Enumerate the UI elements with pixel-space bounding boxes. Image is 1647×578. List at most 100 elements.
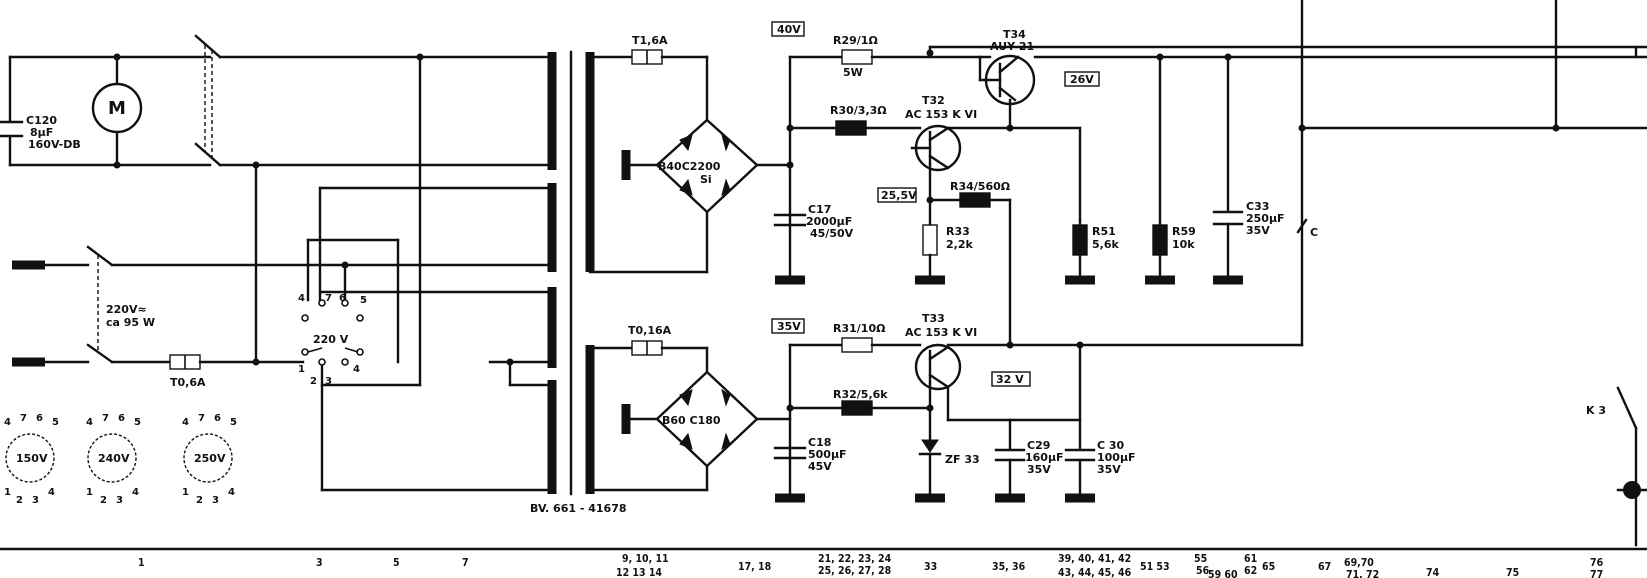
col-17: 17, 18 bbox=[738, 561, 771, 573]
svg-text:3: 3 bbox=[212, 495, 219, 506]
rail-255v: 25,5V bbox=[881, 189, 917, 202]
rail-40v: 40V bbox=[777, 23, 801, 36]
t33-transistor bbox=[914, 343, 962, 391]
col-77: 77 bbox=[1590, 569, 1603, 578]
c17-value: 2000µF bbox=[806, 215, 852, 228]
selector-pin-2: 2 bbox=[310, 376, 317, 387]
col-62: 62 bbox=[1244, 565, 1257, 577]
bridge-1-label: B40C2200 bbox=[658, 160, 721, 173]
fuse-main-label: T0,6A bbox=[170, 376, 206, 389]
selector-pin-3: 3 bbox=[325, 376, 332, 387]
bridge-2-label: B60 C180 bbox=[662, 414, 721, 427]
c-point-label: C bbox=[1310, 226, 1318, 239]
col-69: 69,70 bbox=[1344, 557, 1374, 569]
zf33-label: ZF 33 bbox=[945, 453, 980, 466]
t32-label: T32 bbox=[922, 94, 945, 107]
c17-voltage: 45/50V bbox=[810, 227, 854, 240]
selector-positions bbox=[5, 433, 233, 483]
selector-pin-6: 6 bbox=[339, 293, 346, 304]
c30-value: 100µF bbox=[1097, 451, 1136, 464]
r30-label: R30/3,3Ω bbox=[830, 104, 887, 117]
mains-voltage: 220V≈ bbox=[106, 303, 147, 316]
lower-regulator bbox=[773, 337, 1304, 503]
svg-text:2: 2 bbox=[100, 495, 107, 506]
rail-35v: 35V bbox=[777, 320, 801, 333]
primary-wiring bbox=[252, 53, 550, 492]
r32-resistor bbox=[841, 400, 873, 416]
svg-text:4: 4 bbox=[132, 487, 139, 498]
rail-32v: 32 V bbox=[996, 373, 1024, 386]
motor-symbol bbox=[91, 82, 143, 134]
col-75: 75 bbox=[1506, 567, 1519, 578]
col-12: 12 13 14 bbox=[616, 567, 662, 578]
col-3: 3 bbox=[316, 557, 323, 569]
svg-text:1: 1 bbox=[86, 487, 93, 498]
position-250v: 250V bbox=[194, 452, 226, 465]
col-61: 61 bbox=[1244, 553, 1257, 565]
rail-26v-box bbox=[1064, 71, 1100, 87]
c30-label: C 30 bbox=[1097, 439, 1125, 452]
col-43: 43, 44, 45, 46 bbox=[1058, 567, 1132, 578]
r31-resistor bbox=[841, 337, 873, 353]
t34-type: AUY 21 bbox=[990, 40, 1034, 53]
c29-label: C29 bbox=[1027, 439, 1050, 452]
position-240v: 240V bbox=[98, 452, 130, 465]
selector-pin-5: 5 bbox=[360, 295, 367, 306]
t33-type: AC 153 K VI bbox=[905, 326, 977, 339]
svg-text:3: 3 bbox=[116, 495, 123, 506]
k3-label: K 3 bbox=[1586, 404, 1606, 417]
svg-text:6: 6 bbox=[36, 413, 43, 424]
r34-resistor bbox=[959, 192, 991, 208]
r29-label: R29/1Ω bbox=[833, 34, 878, 47]
col-76: 76 bbox=[1590, 557, 1604, 569]
transformer-label: BV. 661 - 41678 bbox=[530, 502, 627, 515]
switch-blade bbox=[194, 34, 222, 59]
lower-rectifier bbox=[588, 340, 792, 492]
col-51: 51 53 bbox=[1140, 561, 1170, 573]
voltage-selector bbox=[301, 299, 364, 366]
col-55: 55 bbox=[1194, 553, 1207, 565]
position-150v: 150V bbox=[16, 452, 48, 465]
c33-voltage: 35V bbox=[1246, 224, 1270, 237]
svg-text:4: 4 bbox=[86, 417, 93, 428]
r29-resistor bbox=[841, 49, 873, 65]
rail-26v: 26V bbox=[1070, 73, 1094, 86]
col-39: 39, 40, 41, 42 bbox=[1058, 553, 1131, 565]
r59-value: 10k bbox=[1172, 238, 1195, 251]
svg-text:6: 6 bbox=[118, 413, 125, 424]
col-1: 1 bbox=[138, 557, 145, 569]
r59-resistor bbox=[1152, 224, 1168, 256]
column-index-row-1: 1 3 5 7 9, 10, 11 17, 18 21, 22, 23, 24 … bbox=[138, 553, 1604, 573]
c18-value: 500µF bbox=[808, 448, 847, 461]
t33-label: T33 bbox=[922, 312, 945, 325]
col-7: 7 bbox=[462, 557, 469, 569]
svg-text:4: 4 bbox=[182, 417, 189, 428]
col-5: 5 bbox=[393, 557, 400, 569]
col-74: 74 bbox=[1426, 567, 1440, 578]
svg-text:2: 2 bbox=[196, 495, 203, 506]
selector-pin-7: 7 bbox=[325, 293, 332, 304]
mains-input bbox=[12, 245, 550, 370]
motor-label: M bbox=[108, 98, 126, 119]
c29-voltage: 35V bbox=[1027, 463, 1051, 476]
svg-text:2: 2 bbox=[16, 495, 23, 506]
svg-text:4: 4 bbox=[228, 487, 235, 498]
r33-label: R33 bbox=[946, 225, 970, 238]
column-index-row-2: 12 13 14 25, 26, 27, 28 43, 44, 45, 46 5… bbox=[616, 565, 1603, 578]
svg-text:7: 7 bbox=[20, 413, 27, 424]
fuse-1-label: T1,6A bbox=[632, 34, 668, 47]
r51-value: 5,6k bbox=[1092, 238, 1119, 251]
r29-wattage: 5W bbox=[843, 66, 863, 79]
r51-resistor bbox=[1072, 224, 1088, 256]
upper-regulator bbox=[773, 0, 1647, 347]
svg-text:7: 7 bbox=[102, 413, 109, 424]
selector-pin-4: 4 bbox=[298, 293, 305, 304]
r30-resistor bbox=[835, 120, 867, 136]
col-65: 65 bbox=[1262, 561, 1275, 573]
r33-value: 2,2k bbox=[946, 238, 973, 251]
col-21: 21, 22, 23, 24 bbox=[818, 553, 892, 565]
svg-text:3: 3 bbox=[32, 495, 39, 506]
c18-voltage: 45V bbox=[808, 460, 832, 473]
c29-value: 160µF bbox=[1025, 451, 1064, 464]
